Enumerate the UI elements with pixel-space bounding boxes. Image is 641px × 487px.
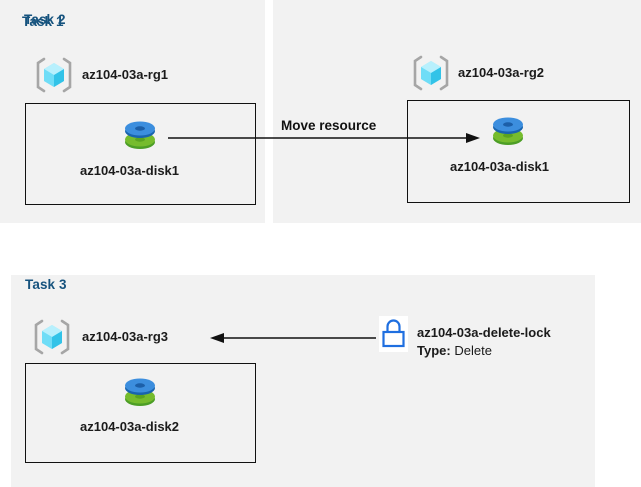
lock-type-value: Delete bbox=[454, 343, 492, 358]
resource-group-label-task2: az104-03a-rg2 bbox=[458, 65, 544, 80]
resource-box-task2 bbox=[407, 100, 630, 203]
connector-lock-to-rg3 bbox=[210, 333, 376, 343]
lock-type-key: Type: bbox=[417, 343, 451, 358]
resource-label-task1: az104-03a-disk1 bbox=[80, 163, 180, 178]
managed-disk-icon bbox=[119, 114, 161, 156]
resource-box-task3 bbox=[25, 363, 256, 463]
resource-group-icon bbox=[409, 53, 453, 93]
task-title-task3: Task 3 bbox=[25, 277, 67, 292]
resource-group-icon bbox=[32, 55, 76, 95]
resource-box-task1 bbox=[25, 103, 256, 205]
resource-label-task2: az104-03a-disk1 bbox=[450, 159, 550, 174]
task-panel-task2 bbox=[273, 0, 641, 223]
resource-group-label-task1: az104-03a-rg1 bbox=[82, 67, 168, 82]
resource-group-label-task3: az104-03a-rg3 bbox=[82, 329, 168, 344]
resource-label-task3: az104-03a-disk2 bbox=[80, 419, 180, 434]
task-panel-task3 bbox=[11, 275, 595, 487]
lock-icon bbox=[379, 316, 408, 352]
managed-disk-icon bbox=[487, 110, 529, 152]
resource-group-icon bbox=[30, 317, 74, 357]
lock-type-row: Type: Delete bbox=[417, 343, 492, 358]
connector-label-move-resource: Move resource bbox=[281, 118, 377, 133]
managed-disk-icon bbox=[119, 371, 161, 413]
task-title-task2: Task 2 bbox=[24, 12, 66, 27]
lock-name-label: az104-03a-delete-lock bbox=[417, 325, 551, 340]
task-title-task1: Task 1 bbox=[22, 14, 64, 29]
task-panel-task1 bbox=[0, 0, 265, 223]
connector-move-resource bbox=[168, 133, 480, 143]
